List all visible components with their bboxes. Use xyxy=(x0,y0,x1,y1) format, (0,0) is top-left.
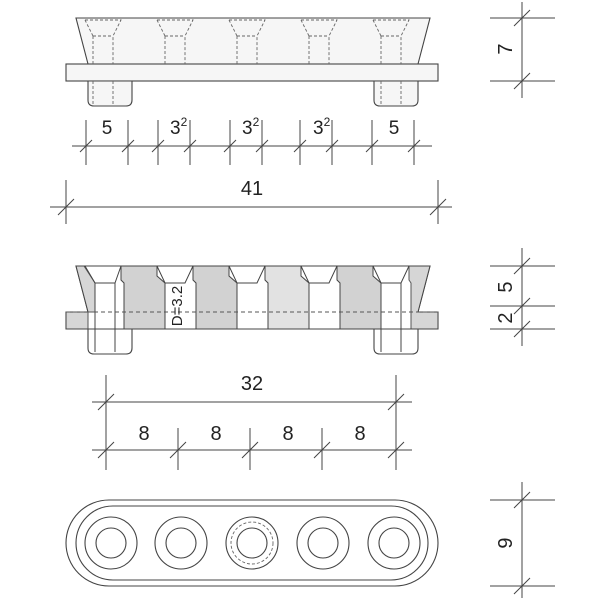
section-total-length-value: 32 xyxy=(241,373,263,395)
top-width-dimension: 9 xyxy=(490,482,555,598)
spacing-dim-4-sup: 2 xyxy=(324,115,331,129)
pitch-dim-3: 8 xyxy=(282,423,293,445)
top-width-value: 9 xyxy=(495,537,517,548)
spacing-dim-2-base: 3 xyxy=(170,118,181,139)
top-view: 9 xyxy=(65,482,555,598)
pitch-dim-4: 8 xyxy=(354,423,365,445)
spacing-dim-5: 5 xyxy=(389,118,400,139)
front-total-length-dimension: 41 xyxy=(50,178,452,224)
spacing-dim-3: 32 xyxy=(242,115,260,139)
spacing-dim-3-sup: 2 xyxy=(253,115,260,129)
front-view: 7 5 32 xyxy=(50,2,555,224)
spacing-dim-2: 32 xyxy=(170,115,188,139)
spacing-dim-2-sup: 2 xyxy=(181,115,188,129)
spacing-dim-4: 32 xyxy=(313,115,331,139)
front-height-dimension: 7 xyxy=(490,2,555,98)
front-view-hidden-holes xyxy=(84,19,410,104)
spacing-dim-3-base: 3 xyxy=(242,118,253,139)
front-total-length-value: 41 xyxy=(241,178,263,200)
front-height-value: 7 xyxy=(495,43,517,54)
pitch-dim-1: 8 xyxy=(138,423,149,445)
top-view-holes xyxy=(84,516,421,570)
pitch-dim-2: 8 xyxy=(210,423,221,445)
section-lower-height-value: 2 xyxy=(495,312,517,323)
section-material xyxy=(65,265,439,330)
section-view: D=3.2 5 2 32 xyxy=(65,248,555,470)
section-height-dimensions: 5 2 xyxy=(490,248,555,346)
section-hole-edges xyxy=(84,265,410,352)
front-spacing-dimensions: 5 32 32 32 5 xyxy=(72,115,432,165)
section-total-length-dimension: 32 xyxy=(92,373,412,470)
spacing-dim-1: 5 xyxy=(102,118,113,139)
section-pitch-dimensions: 8 8 8 8 xyxy=(92,423,412,470)
section-upper-height-value: 5 xyxy=(495,281,517,292)
hole-diameter-label: D=3.2 xyxy=(169,286,186,326)
spacing-dim-4-base: 3 xyxy=(313,118,324,139)
